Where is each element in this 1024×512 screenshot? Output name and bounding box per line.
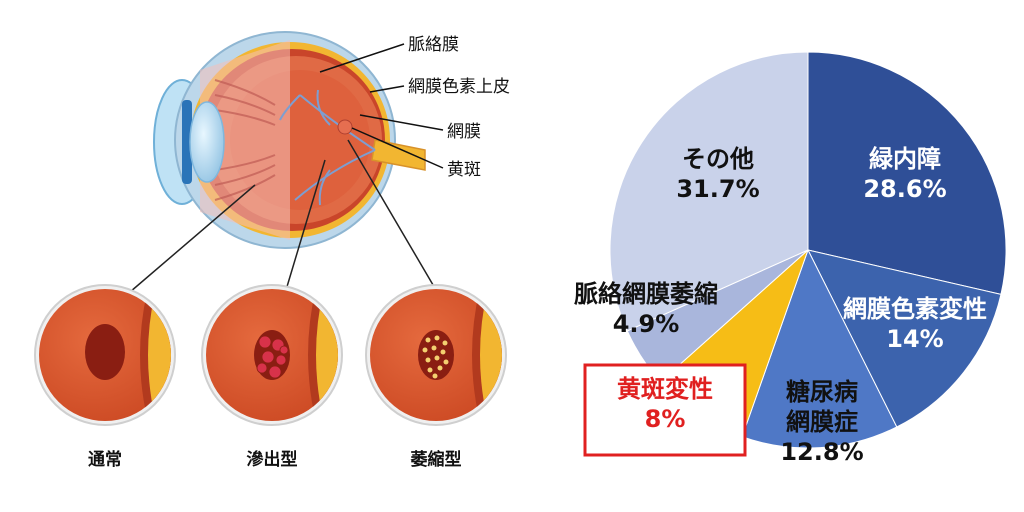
eye-illustration (153, 31, 426, 249)
pie-slice-0 (807, 51, 1007, 296)
pie-value-0: 28.6% (863, 175, 946, 203)
magnified-dry (365, 284, 507, 426)
caption-dry: 萎縮型 (411, 449, 462, 470)
pie-slice-5 (609, 51, 809, 332)
pie-value-3: 8% (645, 405, 686, 433)
eye-leader-lines (319, 43, 444, 169)
label-retina: 網膜 (447, 122, 481, 142)
pie-label-1: 網膜色素変性 (843, 295, 987, 323)
pie-value-4: 4.9% (613, 310, 680, 338)
zoom-lines (129, 139, 437, 293)
caption-wet: 滲出型 (247, 449, 298, 470)
label-rpe: 網膜色素上皮 (408, 77, 510, 97)
pie-value-1: 14% (886, 325, 943, 353)
pie-value-5: 31.7% (676, 175, 759, 203)
pie-value-2: 12.8% (780, 438, 863, 466)
highlight-box (583, 363, 747, 457)
pie-label-4: 脈絡網膜萎縮 (574, 280, 718, 308)
pie-label-2: 糖尿病 (786, 378, 858, 406)
pie-slice-2 (741, 248, 898, 449)
magnified-wet (201, 284, 343, 426)
magnified-normal (34, 284, 176, 426)
pie-chart (609, 51, 1007, 449)
pie-slice-1 (807, 249, 1002, 428)
caption-normal: 通常 (88, 449, 122, 470)
pie-label-3: 黄斑変性 (617, 375, 713, 403)
label-macula: 黄斑 (447, 160, 481, 180)
pie-label-2: 網膜症 (786, 408, 858, 436)
pie-label-5: その他 (682, 145, 754, 173)
pie-label-0: 緑内障 (869, 145, 941, 173)
label-choroid: 脈絡膜 (408, 35, 459, 55)
